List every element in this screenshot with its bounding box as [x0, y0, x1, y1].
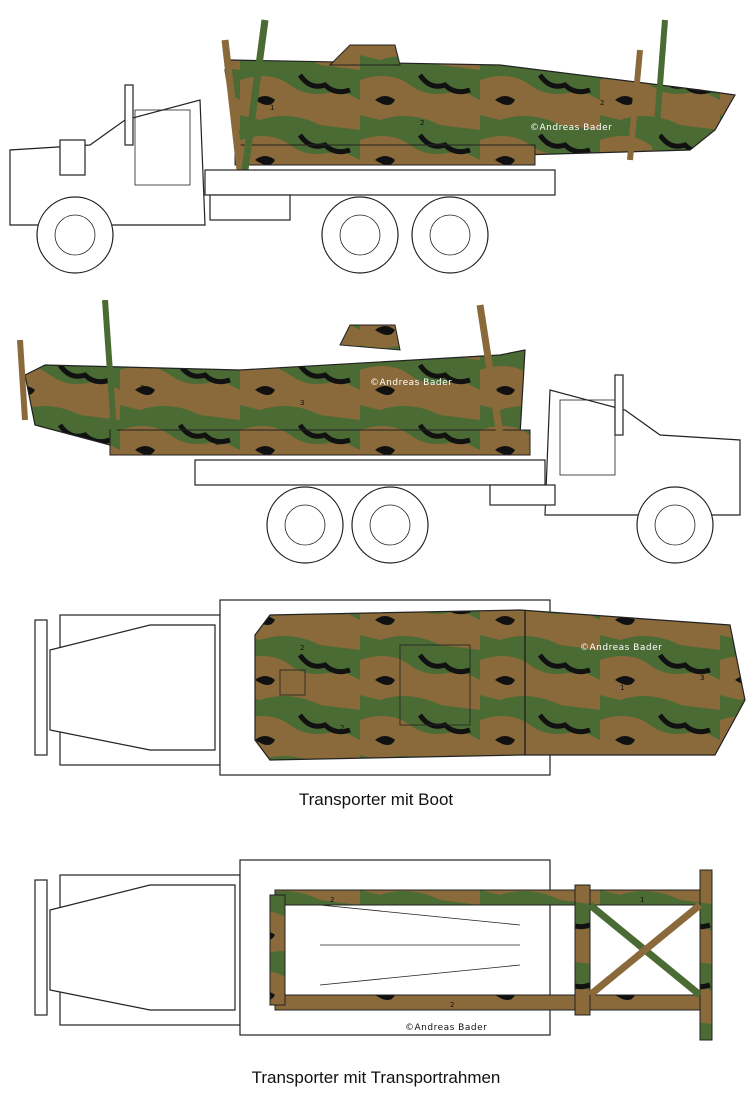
truck-cab	[9, 99, 206, 226]
wheel-rear-1	[266, 486, 344, 564]
svg-text:1: 1	[620, 684, 624, 692]
front-bumper	[34, 619, 48, 756]
svg-text:1: 1	[270, 104, 274, 112]
svg-text:3: 3	[545, 139, 549, 147]
svg-text:1: 1	[640, 896, 644, 904]
svg-text:2: 2	[300, 644, 304, 652]
boat-cabin	[339, 324, 401, 351]
copyright-watermark: ©Andreas Bader	[405, 1023, 487, 1033]
boat-cabin	[328, 44, 401, 66]
transport-frame	[109, 429, 531, 456]
copyright-watermark: ©Andreas Bader	[580, 643, 662, 653]
svg-text:2: 2	[450, 1001, 454, 1009]
top-view-frame: ©Andreas Bader 2 2 1	[0, 845, 752, 1055]
svg-text:2: 2	[140, 384, 144, 392]
exhaust-pipe	[614, 374, 624, 436]
hood	[49, 624, 216, 751]
exhaust-pipe	[124, 84, 134, 146]
transport-frame	[234, 144, 536, 166]
wheel-front	[36, 196, 114, 274]
copyright-watermark: ©Andreas Bader	[370, 378, 452, 388]
svg-text:3: 3	[300, 399, 304, 407]
svg-text:3: 3	[700, 674, 704, 682]
wheel-rear-2	[351, 486, 429, 564]
copyright-watermark: ©Andreas Bader	[530, 123, 612, 133]
wheel-front	[636, 486, 714, 564]
side-view-right: ©Andreas Bader 2 3 3	[0, 300, 752, 570]
svg-text:2: 2	[340, 724, 344, 732]
wheel-rear-1	[321, 196, 399, 274]
svg-text:2: 2	[600, 99, 604, 107]
truck-cab	[544, 389, 741, 516]
chassis	[204, 169, 556, 196]
wheel-rear-2	[411, 196, 489, 274]
chassis	[194, 459, 546, 486]
caption-boat: Transporter mit Boot	[298, 790, 454, 809]
svg-text:2: 2	[420, 119, 424, 127]
front-bumper	[34, 879, 48, 1016]
side-view-left: ©Andreas Bader 1 2 2 3	[0, 10, 752, 280]
transport-frame-top	[269, 869, 713, 1041]
svg-text:3: 3	[215, 439, 219, 447]
hood	[49, 884, 236, 1011]
boat-top	[254, 609, 746, 761]
top-view-boat: ©Andreas Bader 2 2 1 3	[0, 590, 752, 790]
caption-frame: Transporter mit Transportrahmen	[251, 1068, 501, 1087]
svg-text:2: 2	[330, 896, 334, 904]
